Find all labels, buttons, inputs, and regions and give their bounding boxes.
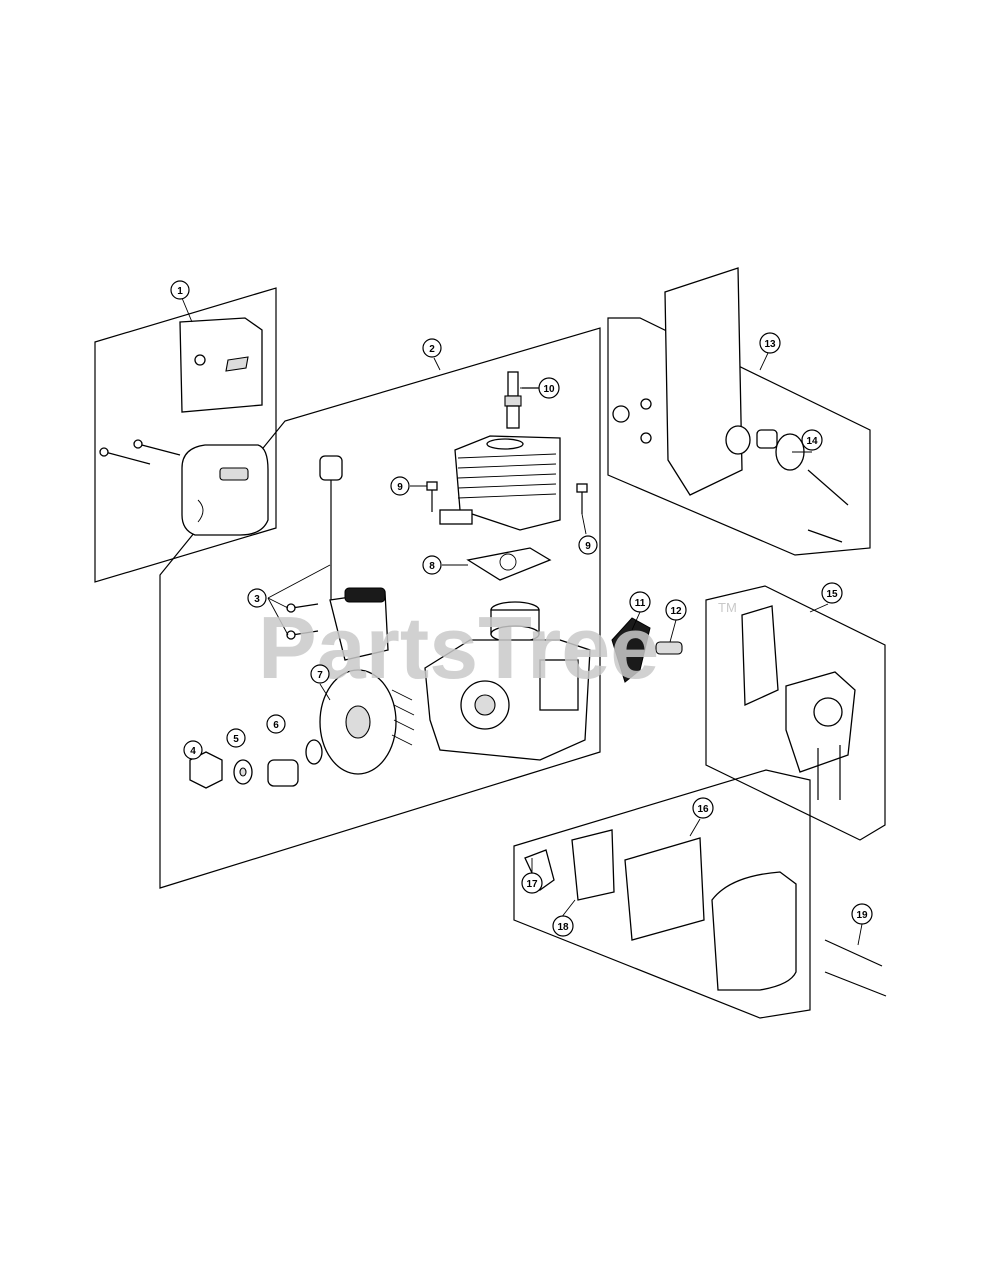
callout-9a: 9 xyxy=(390,476,410,496)
callout-12: 12 xyxy=(665,599,687,621)
svg-text:18: 18 xyxy=(557,922,569,933)
svg-text:4: 4 xyxy=(190,746,196,757)
carburetor-part xyxy=(741,605,856,800)
callout-15: 15 xyxy=(821,582,843,604)
callout-8: 8 xyxy=(422,555,442,575)
crankcase-part xyxy=(424,639,591,761)
callout-19: 19 xyxy=(851,903,873,925)
svg-text:7: 7 xyxy=(317,670,323,681)
callout-3: 3 xyxy=(247,588,267,608)
callout-17: 17 xyxy=(521,872,543,894)
callout-11: 11 xyxy=(629,591,651,613)
piston-part xyxy=(490,601,540,643)
long-bolts xyxy=(824,939,887,997)
svg-text:9: 9 xyxy=(585,541,591,552)
svg-text:6: 6 xyxy=(273,720,279,731)
group-box-1 xyxy=(94,287,277,583)
callout-10: 10 xyxy=(538,377,560,399)
callout-18: 18 xyxy=(552,915,574,937)
callout-16: 16 xyxy=(692,797,714,819)
group-box-13 xyxy=(607,317,871,556)
cylinder-bolts xyxy=(426,481,588,514)
svg-text:12: 12 xyxy=(670,606,682,617)
intake-bolts xyxy=(807,469,849,543)
callout-4: 4 xyxy=(183,740,203,760)
ignition-coil-part xyxy=(319,455,389,661)
muffler-part xyxy=(181,444,269,536)
callout-14: 14 xyxy=(801,429,823,451)
callout-1: 1 xyxy=(170,280,190,300)
air-filter-part xyxy=(524,829,797,991)
nut-part xyxy=(189,751,223,789)
group-box-16 xyxy=(513,769,811,1019)
intake-gasket-part xyxy=(756,429,805,471)
leader-lines xyxy=(181,297,863,946)
callout-5: 5 xyxy=(226,728,246,748)
callout-7: 7 xyxy=(310,664,330,684)
svg-text:2: 2 xyxy=(429,344,435,355)
svg-text:11: 11 xyxy=(635,598,646,609)
callout-6: 6 xyxy=(266,714,286,734)
group-box-2 xyxy=(159,327,601,889)
callout-9b: 9 xyxy=(578,535,598,555)
gasket-part xyxy=(466,547,552,581)
svg-text:14: 14 xyxy=(806,436,818,447)
sleeve-part xyxy=(267,739,323,787)
svg-text:19: 19 xyxy=(856,910,868,921)
svg-text:1: 1 xyxy=(177,286,183,297)
cylinder-part xyxy=(439,435,561,531)
svg-text:13: 13 xyxy=(764,339,776,350)
group-box-15 xyxy=(705,585,886,841)
svg-text:3: 3 xyxy=(254,594,260,605)
svg-text:17: 17 xyxy=(526,879,538,890)
svg-text:10: 10 xyxy=(543,384,555,395)
callout-13: 13 xyxy=(759,332,781,354)
svg-text:9: 9 xyxy=(397,482,403,493)
flywheel-part xyxy=(319,669,415,775)
svg-text:8: 8 xyxy=(429,561,435,572)
heat-shield-part xyxy=(179,317,263,413)
spark-plug-part xyxy=(504,371,540,429)
callout-2: 2 xyxy=(422,338,442,358)
svg-text:16: 16 xyxy=(697,804,709,815)
washer-part xyxy=(233,759,253,785)
svg-text:TM: TM xyxy=(718,600,737,615)
svg-text:15: 15 xyxy=(826,589,838,600)
svg-text:5: 5 xyxy=(233,734,239,745)
intake-manifold-part xyxy=(612,267,751,496)
muffler-bolts xyxy=(99,439,181,465)
diaphragm-part xyxy=(611,617,683,683)
